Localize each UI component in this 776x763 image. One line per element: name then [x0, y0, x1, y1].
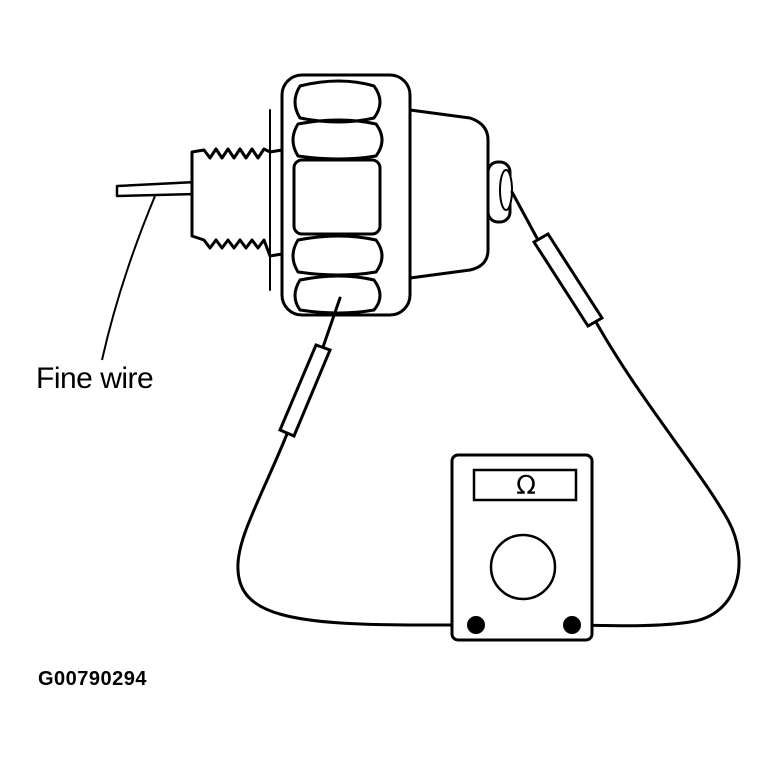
ohmmeter-icon [452, 455, 592, 640]
right-probe-tip [512, 192, 538, 240]
hex-face-center [294, 160, 380, 234]
meter-dial [491, 535, 555, 599]
left-probe-handle [280, 345, 330, 436]
fine-wire-pin [117, 182, 196, 196]
meter-jack-left [468, 617, 484, 633]
left-test-probe [238, 298, 476, 625]
hex-face-top [295, 81, 380, 122]
meter-display [474, 470, 576, 500]
hex-face-bottom [295, 276, 380, 313]
threaded-stem [192, 149, 282, 256]
hex-face-mid-lower [293, 236, 382, 275]
left-test-lead [238, 434, 476, 625]
oil-pressure-switch-icon [117, 75, 512, 315]
right-test-probe [512, 192, 739, 626]
hex-face-mid-upper [293, 120, 382, 159]
sensor-cap [410, 110, 488, 278]
meter-ohm-symbol: Ω [516, 471, 536, 501]
figure-code: G00790294 [38, 668, 148, 690]
right-test-lead [572, 322, 739, 626]
fine-wire-leader [102, 196, 155, 360]
meter-jack-right [564, 617, 580, 633]
left-probe-tip [322, 298, 340, 350]
terminal-tip [500, 170, 512, 210]
right-probe-handle [534, 234, 602, 326]
fine-wire-label: Fine wire [36, 362, 154, 395]
